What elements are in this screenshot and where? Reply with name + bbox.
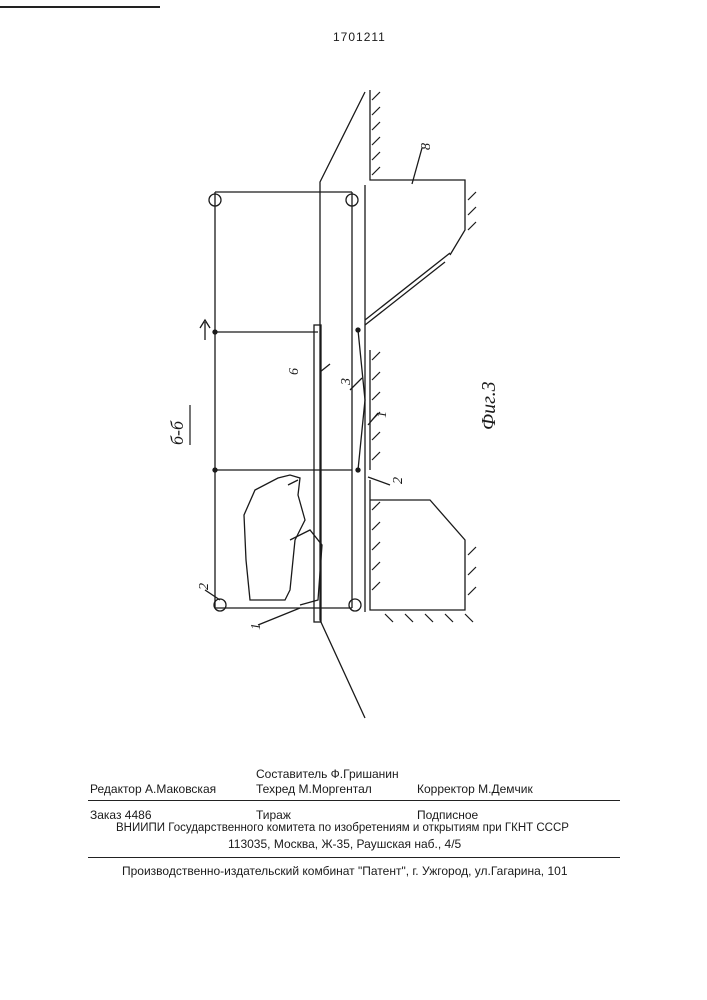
institute-line: ВНИИПИ Государственного комитета по изоб…	[116, 822, 569, 834]
diagonal-upper	[365, 253, 450, 320]
figure-label: Фиг.3	[478, 381, 500, 430]
callout-8: 8	[419, 143, 434, 150]
circulation-line: Тираж	[256, 808, 291, 822]
callout-6: 6	[287, 368, 302, 375]
callout-3: 3	[339, 378, 354, 386]
footer-rule-2	[88, 857, 620, 858]
ground-lower	[370, 480, 465, 610]
publisher-line: Производственно-издательский комбинат "П…	[122, 864, 568, 878]
pulley-bottom-left	[214, 599, 226, 611]
section-label: б-б	[167, 420, 187, 445]
order-line: Заказ 4486	[90, 808, 152, 822]
ramp-upper	[320, 92, 365, 718]
ground-upper	[370, 90, 465, 255]
callout-2-right: 2	[391, 477, 406, 484]
callout-1-left: 1	[249, 623, 264, 630]
callout-1-right: 1	[375, 411, 390, 418]
pulley-bottom-right	[349, 599, 361, 611]
editor-line: Редактор А.Маковская	[90, 782, 216, 796]
arm-1	[358, 330, 365, 470]
address-line: 113035, Москва, Ж-35, Раушская наб., 4/5	[228, 837, 461, 851]
compiler-line: Составитель Ф.Гришанин	[256, 767, 399, 781]
subscription-line: Подписное	[417, 808, 478, 822]
callout-2-left: 2	[197, 583, 212, 590]
footer-rule-1	[88, 800, 620, 801]
corrector-line: Корректор М.Демчик	[417, 782, 533, 796]
figure-drawing: б-б Фиг.3 8 6 3 1 2 2 1	[0, 0, 707, 760]
techred-line: Техред М.Моргентал	[256, 782, 372, 796]
